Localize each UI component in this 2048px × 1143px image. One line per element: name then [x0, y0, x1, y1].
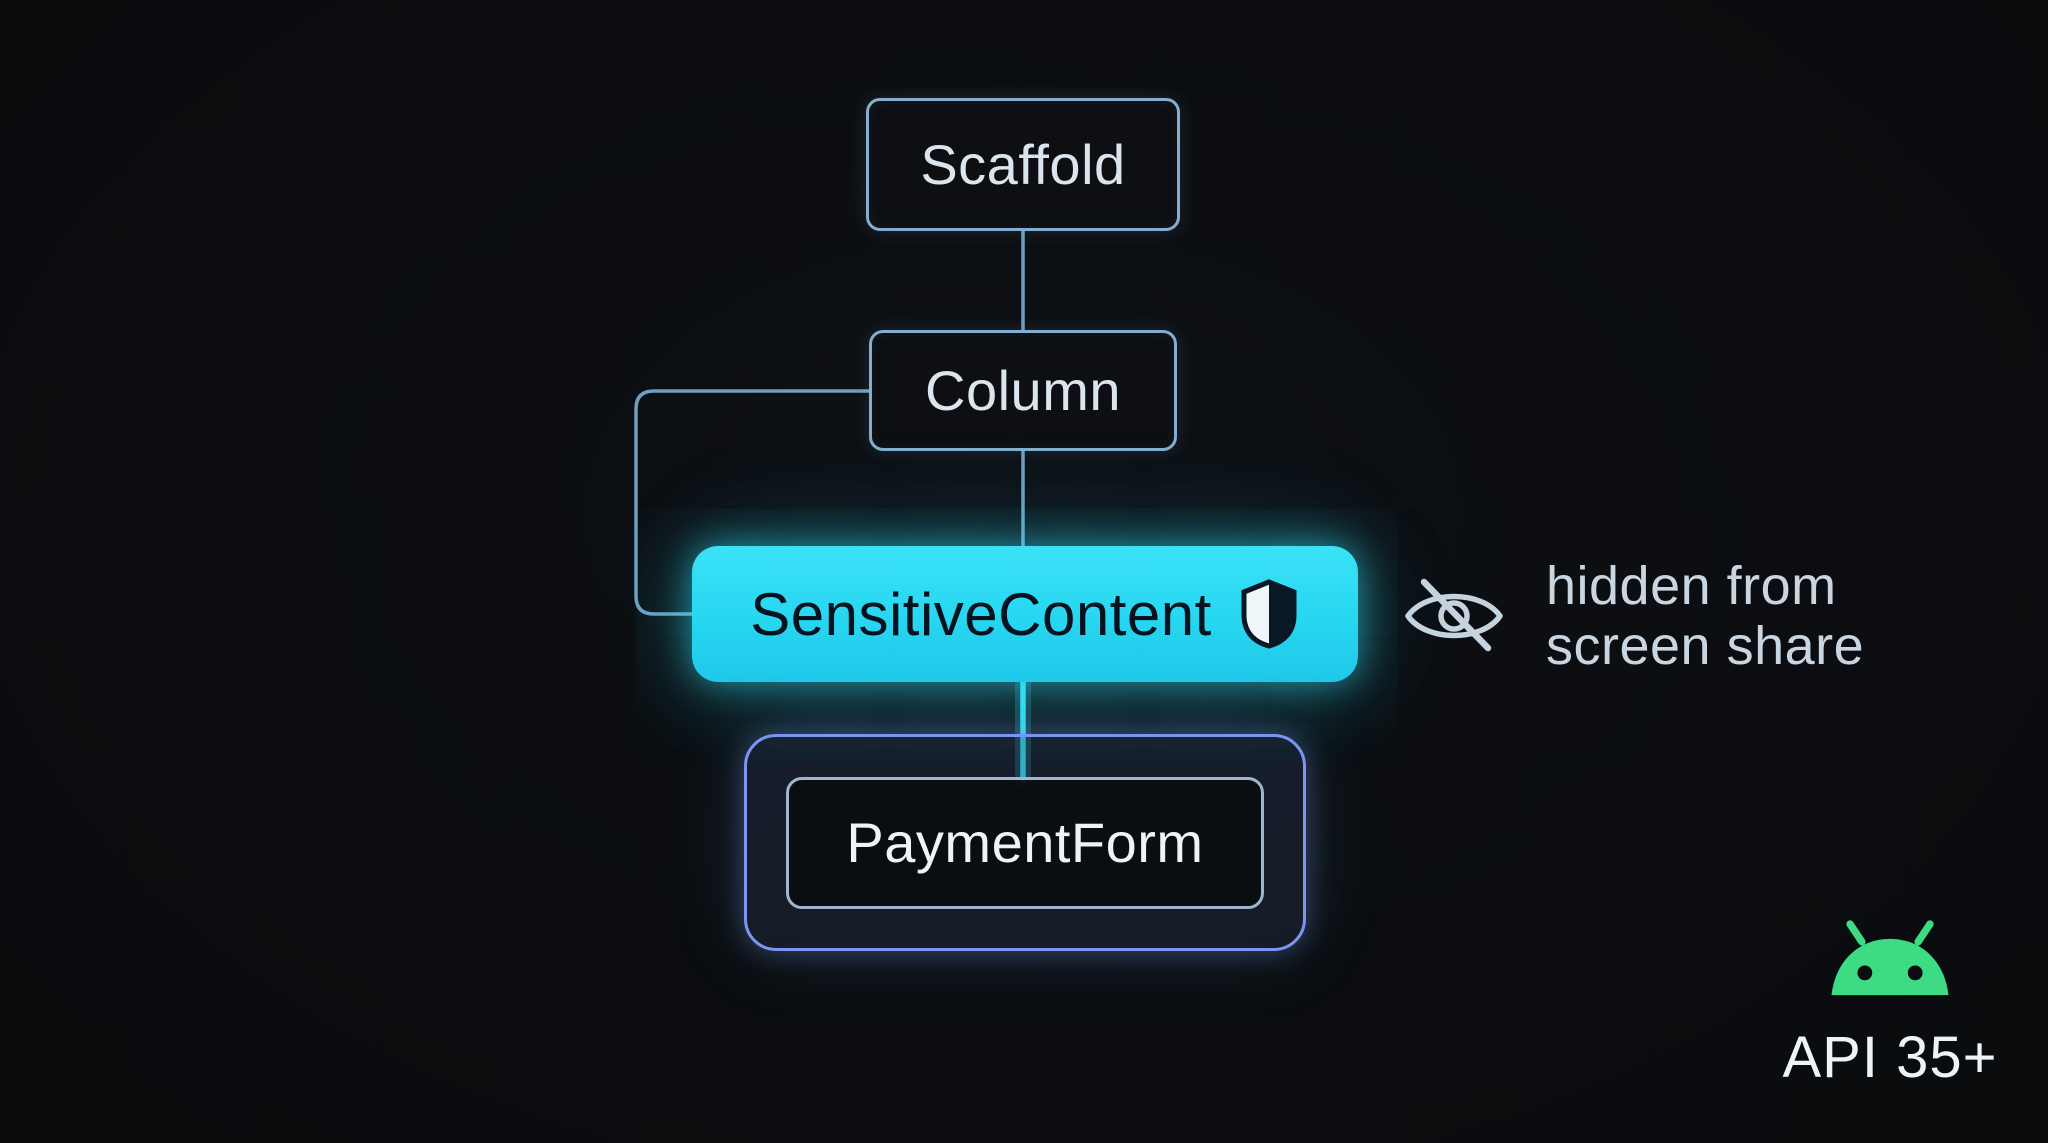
node-payment-form: PaymentForm [786, 776, 1264, 909]
node-scaffold: Scaffold [866, 98, 1180, 231]
node-sensitive-content: SensitiveContent [692, 546, 1358, 682]
api-level-label: API 35+ [1782, 1025, 1998, 1090]
node-sensitive-content-label: SensitiveContent [750, 580, 1212, 648]
annotation-line1: hidden from [1546, 556, 1837, 616]
screen-share-annotation: hidden from screen share [1398, 556, 1864, 676]
payment-form-container: PaymentForm [744, 734, 1306, 951]
node-payment-form-label: PaymentForm [846, 811, 1204, 874]
shield-icon [1241, 579, 1297, 649]
node-column-label: Column [925, 359, 1121, 422]
annotation-text: hidden from screen share [1546, 556, 1864, 676]
annotation-line2: screen share [1546, 616, 1865, 676]
android-logo [1831, 920, 1949, 996]
node-scaffold-label: Scaffold [920, 133, 1126, 196]
node-column: Column [869, 330, 1177, 451]
api-badge: API 35+ [1740, 918, 2040, 1091]
eye-slash-icon [1405, 578, 1503, 652]
